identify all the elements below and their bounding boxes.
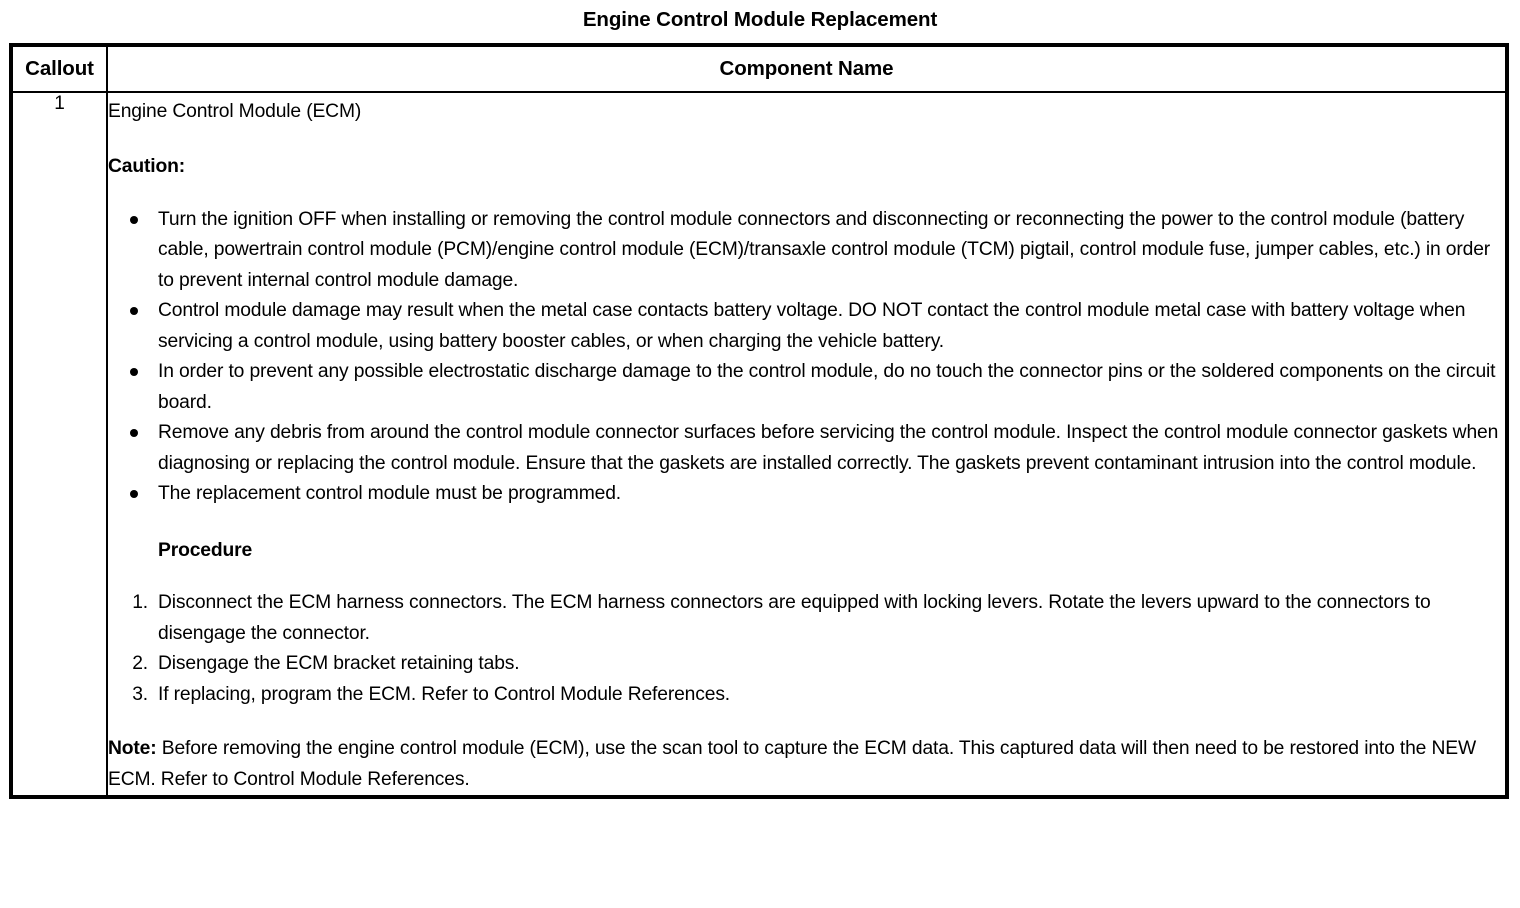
step-number: 3. — [132, 683, 148, 705]
bullet-dot-icon — [130, 368, 138, 377]
list-item: In order to prevent any possible electro… — [108, 357, 1505, 418]
list-item: 3. If replacing, program the ECM. Refer … — [108, 680, 1505, 710]
caution-bullet-text: Turn the ignition OFF when installing or… — [158, 208, 1491, 291]
step-number: 1. — [132, 592, 148, 614]
step-text: Disconnect the ECM harness connectors. T… — [158, 592, 1431, 644]
page-title: Engine Control Module Replacement — [582, 8, 938, 31]
note-label: Note: — [108, 738, 157, 760]
column-header-callout: Callout — [10, 44, 108, 93]
caution-bullet-text: The replacement control module must be p… — [158, 483, 621, 505]
bullet-dot-icon — [130, 429, 138, 438]
caution-bullet-text: In order to prevent any possible electro… — [158, 361, 1496, 413]
caution-heading: Caution: — [108, 156, 185, 178]
list-item: Turn the ignition OFF when installing or… — [108, 205, 1505, 296]
step-text: Disengage the ECM bracket retaining tabs… — [158, 653, 520, 675]
list-item: The replacement control module must be p… — [108, 479, 1505, 509]
component-title: Engine Control Module (ECM) — [108, 101, 362, 122]
list-item: Control module damage may result when th… — [108, 296, 1505, 357]
caution-bullet-text: Control module damage may result when th… — [158, 300, 1466, 352]
procedure-step-list: 1. Disconnect the ECM harness connectors… — [108, 588, 1505, 710]
step-number: 2. — [132, 653, 148, 675]
list-item: Remove any debris from around the contro… — [108, 418, 1505, 479]
column-header-component-name: Component Name — [106, 44, 1508, 93]
caution-bullet-text: Remove any debris from around the contro… — [158, 422, 1499, 474]
list-item: 2. Disengage the ECM bracket retaining t… — [108, 649, 1505, 679]
note-text: Before removing the engine control modul… — [108, 738, 1476, 790]
procedure-heading: Procedure — [158, 539, 253, 561]
component-description-cell: Engine Control Module (ECM) Caution: Tur… — [106, 90, 1508, 799]
bullet-dot-icon — [130, 215, 138, 224]
caution-bullet-list: Turn the ignition OFF when installing or… — [108, 205, 1505, 510]
table-row: 1 Engine Control Module (ECM) Caution: T… — [10, 90, 1508, 799]
component-table: Callout Component Name 1 Engine Control … — [9, 43, 1509, 800]
step-text: If replacing, program the ECM. Refer to … — [158, 683, 731, 705]
table-header-row: Callout Component Name — [10, 44, 1508, 93]
bullet-dot-icon — [130, 307, 138, 316]
callout-number: 1 — [10, 90, 108, 799]
list-item: 1. Disconnect the ECM harness connectors… — [108, 588, 1505, 649]
note-block: Note: Before removing the engine control… — [108, 734, 1505, 795]
bullet-dot-icon — [130, 490, 138, 499]
